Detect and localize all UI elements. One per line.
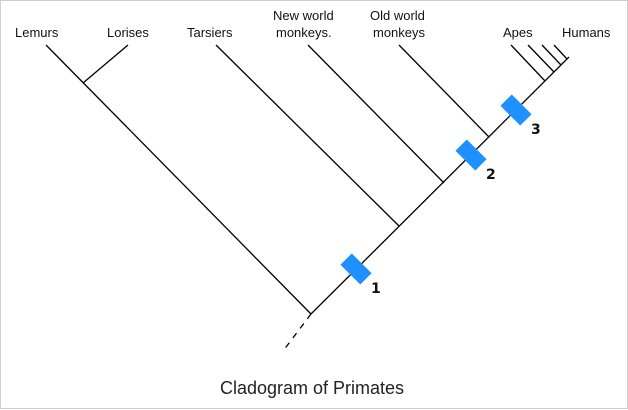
new-world-monkeys-branch <box>307 44 445 184</box>
taxon-lemurs: Lemurs <box>15 25 59 40</box>
taxon-lorises: Lorises <box>107 25 149 40</box>
taxon-new-world-monkeys-line2: monkeys. <box>276 25 332 40</box>
ape-branch-3 <box>541 44 562 66</box>
taxon-new-world-monkeys-line1: New world <box>273 8 334 23</box>
taxon-apes: Apes <box>503 25 533 40</box>
lemurs-branch <box>45 44 312 315</box>
marker-3-box <box>500 94 532 126</box>
tarsiers-branch <box>215 44 400 227</box>
ape-branch-1 <box>510 44 546 82</box>
ape-branch-2 <box>527 44 555 73</box>
taxon-old-world-monkeys-line2: monkeys <box>373 25 426 40</box>
lorises-branch <box>82 44 129 84</box>
taxon-old-world-monkeys-line1: Old world <box>370 8 425 23</box>
root-stub-line <box>282 313 312 352</box>
taxon-tarsiers: Tarsiers <box>187 25 233 40</box>
taxon-humans: Humans <box>562 25 611 40</box>
diagram-caption: Cladogram of Primates <box>220 378 404 398</box>
marker-3-label: 3 <box>531 122 541 138</box>
old-world-monkeys-branch <box>398 44 490 138</box>
marker-2-label: 2 <box>486 167 496 183</box>
ape-branch-4 <box>553 44 568 60</box>
trunk-line <box>310 56 570 315</box>
marker-1-box <box>340 253 372 285</box>
marker-1-label: 1 <box>371 281 381 297</box>
marker-2-box <box>455 139 487 171</box>
